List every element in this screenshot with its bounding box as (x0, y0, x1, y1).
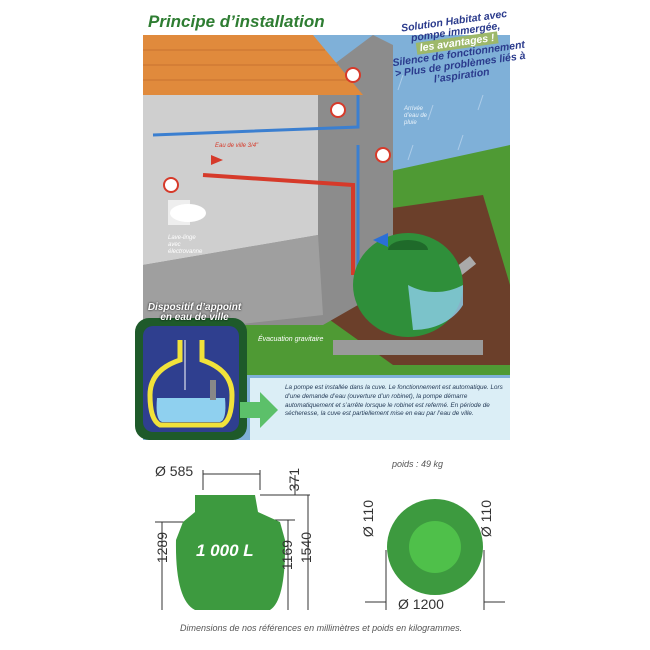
neck-height-label: 371 (286, 468, 302, 492)
total-height-label: 1540 (298, 532, 314, 564)
pipe-left-label: Ø 110 (360, 500, 376, 538)
floor (143, 235, 323, 335)
info-panel (250, 378, 510, 440)
label-evacuation: Évacuation gravitaire (258, 336, 324, 343)
drain-pipe (333, 340, 483, 355)
pipe-right-label: Ø 110 (478, 500, 494, 538)
toilet (170, 204, 206, 222)
inset-diagram (135, 318, 247, 440)
capacity-label: 1 000 L (196, 541, 254, 560)
inset-title: Dispositif d’appoint en eau de ville (147, 302, 242, 323)
label-arrivee-pluie: Arrivée d’eau de pluie (404, 106, 428, 126)
installation-illustration (143, 35, 510, 440)
label-lave-linge: Lave-linge avec électrovanne (168, 235, 203, 255)
tank-top-view (365, 499, 505, 610)
footnote: Dimensions de nos références en millimèt… (180, 623, 463, 633)
outlet-height-label: 1169 (279, 540, 295, 571)
label-eau-de-ville: Eau de ville 3/4" (215, 143, 259, 149)
tank-side-view (155, 470, 310, 610)
arrow-right-icon (240, 392, 278, 428)
weight-label: poids : 49 kg (392, 459, 444, 469)
page-title: Principe d’installation (148, 12, 325, 31)
diameter-label: Ø 1200 (398, 596, 444, 612)
inlet-height-label: 1289 (154, 532, 170, 564)
neck-diameter-label: Ø 585 (155, 463, 194, 479)
info-text: La pompe est installée dans la cuve. Le … (285, 384, 503, 418)
